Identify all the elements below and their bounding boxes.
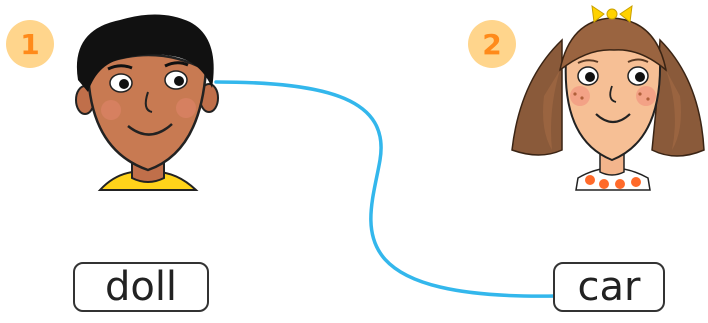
boy-illustration: [76, 14, 218, 190]
item-number-badge-1: 1: [6, 20, 54, 68]
word-card-car[interactable]: car: [553, 262, 665, 312]
girl-illustration: [512, 6, 704, 190]
word-card-doll[interactable]: doll: [73, 262, 209, 312]
item-number-badge-2: 2: [468, 20, 516, 68]
match-line: [216, 82, 556, 296]
